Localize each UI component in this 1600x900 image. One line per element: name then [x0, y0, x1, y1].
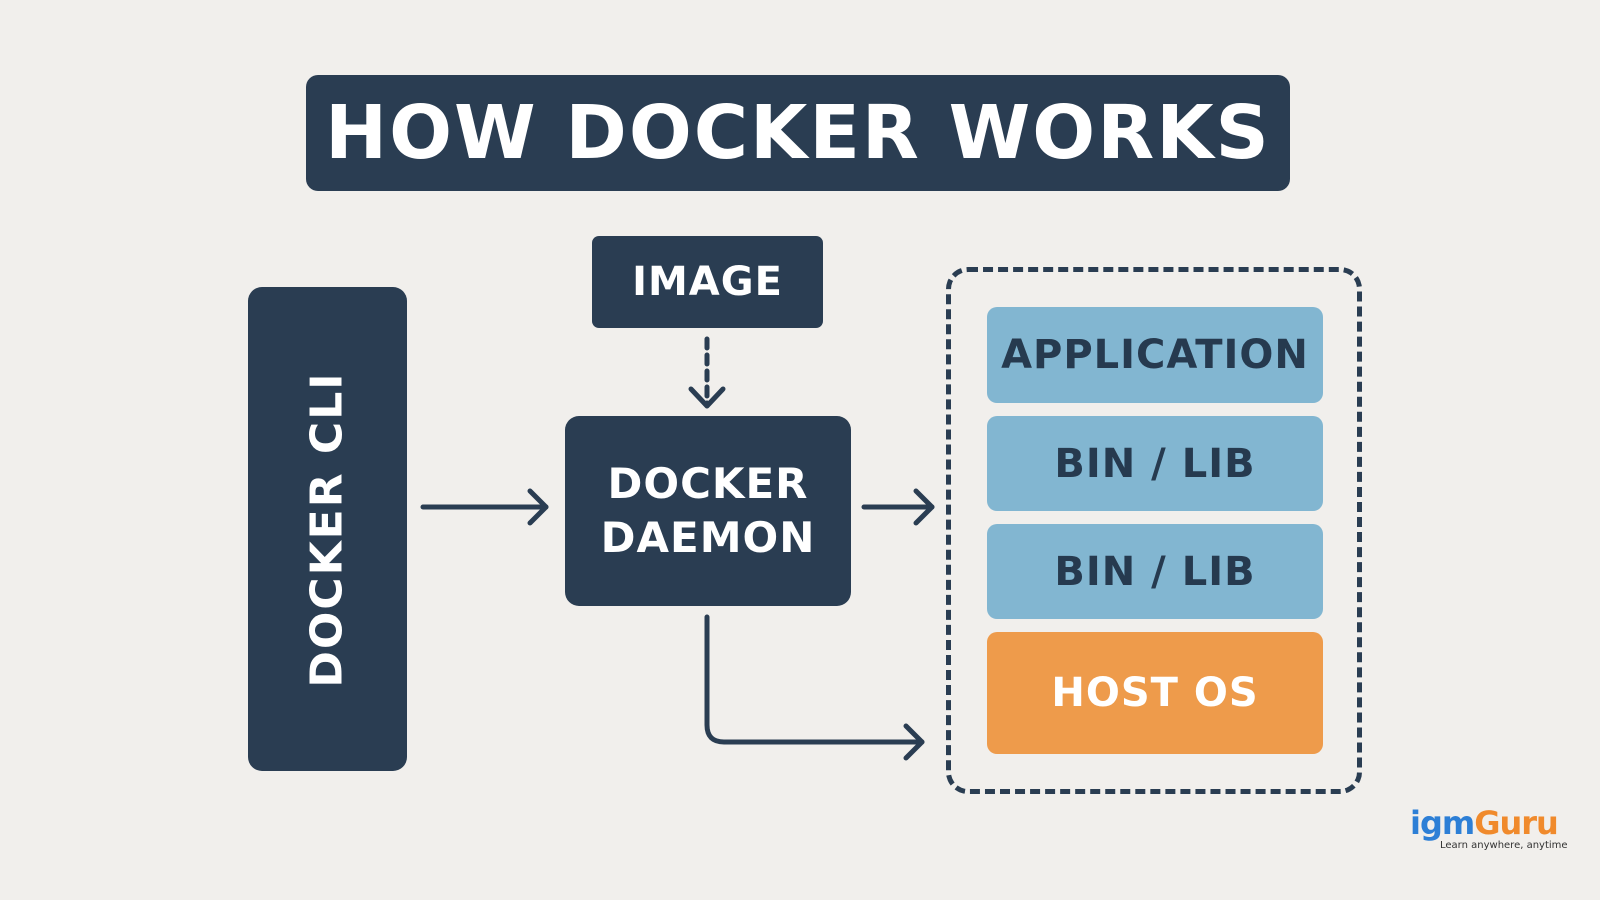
- arrow-image-to-daemon: [688, 336, 726, 409]
- image-label: IMAGE: [632, 259, 783, 305]
- layer-host-os: HOST OS: [987, 632, 1323, 754]
- logo-brand-igm: igm: [1410, 804, 1475, 842]
- logo-brand-guru: Guru: [1474, 804, 1559, 842]
- image-box: IMAGE: [592, 236, 823, 328]
- docker-daemon-box: DOCKER DAEMON: [565, 416, 851, 606]
- layer-application-label: APPLICATION: [1001, 332, 1309, 378]
- container-dashed-frame: [946, 267, 1362, 794]
- layer-bin-lib-1-label: BIN / LIB: [1054, 440, 1256, 487]
- layer-bin-lib-1: BIN / LIB: [987, 416, 1323, 511]
- docker-daemon-label-line2: DAEMON: [600, 513, 816, 562]
- docker-cli-box: DOCKER CLI: [248, 287, 407, 771]
- layer-host-os-label: HOST OS: [1051, 670, 1259, 716]
- layer-application: APPLICATION: [987, 307, 1323, 403]
- logo-wordmark: igmGuru: [1410, 806, 1560, 840]
- docker-daemon-label-line1: DOCKER: [607, 459, 809, 508]
- arrow-cli-to-daemon: [420, 488, 549, 526]
- igmguru-logo: igmGuru Learn anywhere, anytime: [1410, 806, 1568, 851]
- diagram-title: HOW DOCKER WORKS: [306, 75, 1290, 191]
- logo-tagline: Learn anywhere, anytime: [1440, 840, 1568, 851]
- arrow-daemon-to-container: [861, 488, 935, 526]
- diagram-title-text: HOW DOCKER WORKS: [325, 90, 1271, 176]
- layer-bin-lib-2: BIN / LIB: [987, 524, 1323, 619]
- arrow-daemon-to-host: [704, 614, 925, 761]
- layer-bin-lib-2-label: BIN / LIB: [1054, 548, 1256, 595]
